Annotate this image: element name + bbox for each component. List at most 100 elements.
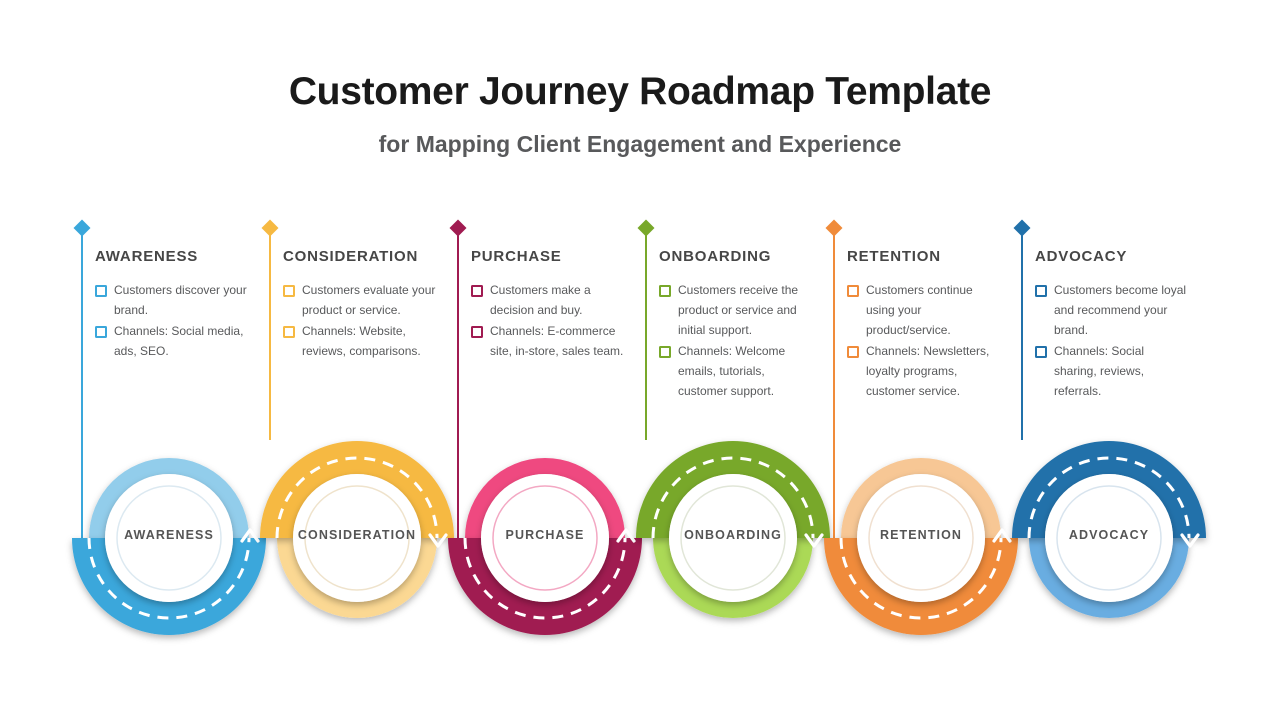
light-half-ring — [841, 458, 1001, 538]
diamond-milestone-icon — [261, 219, 279, 237]
arrow-up-icon — [992, 528, 1012, 543]
circle-label: ADVOCACY — [1068, 528, 1150, 542]
diamond-milestone-icon — [637, 219, 655, 237]
inner-thin-ring — [304, 485, 410, 591]
arrow-down-icon — [1180, 533, 1200, 548]
bullet-text: Customers continue using your product/se… — [866, 283, 973, 337]
stage-heading: ADVOCACY — [1035, 248, 1128, 265]
journey-circle-advocacy — [1012, 441, 1206, 618]
bullet-item: Channels: E-commerce site, in-store, sal… — [471, 321, 631, 361]
thick-half-ring — [636, 441, 830, 538]
bullet-text: Customers become loyal and recommend you… — [1054, 283, 1187, 337]
arrow-up-icon — [240, 528, 260, 543]
bullet-item: Channels: Website, reviews, comparisons. — [283, 321, 443, 361]
thick-half-ring — [260, 441, 454, 538]
bullet-item: Customers become loyal and recommend you… — [1035, 280, 1195, 340]
timeline-line — [81, 228, 83, 538]
checkbox-bullet-icon — [471, 285, 483, 297]
light-half-ring — [653, 538, 813, 618]
bullet-text: Channels: E-commerce site, in-store, sal… — [490, 324, 624, 358]
stage-heading: ONBOARDING — [659, 248, 772, 265]
timeline-line — [269, 228, 271, 440]
journey-circle-retention — [824, 458, 1018, 635]
stage-column-advocacy: ADVOCACY Customers become loyal and reco… — [1009, 218, 1209, 668]
inner-white-circle — [857, 474, 985, 602]
inner-white-circle — [481, 474, 609, 602]
circle-label: PURCHASE — [505, 528, 585, 542]
journey-circle-purchase — [448, 458, 642, 635]
bullet-list: Customers receive the product or service… — [659, 280, 819, 402]
timeline-line — [833, 228, 835, 538]
dashed-flow-arc — [839, 537, 1003, 620]
inner-thin-ring — [868, 485, 974, 591]
inner-thin-ring — [680, 485, 786, 591]
bullet-text: Channels: Welcome emails, tutorials, cus… — [678, 344, 786, 398]
dashed-flow-arc — [1027, 456, 1191, 539]
arrow-down-icon — [804, 533, 824, 548]
stage-column-onboarding: ONBOARDING Customers receive the product… — [633, 218, 833, 668]
circle-label: ONBOARDING — [684, 528, 782, 542]
diamond-milestone-icon — [825, 219, 843, 237]
dashed-flow-arc — [275, 456, 439, 539]
inner-thin-ring — [1056, 485, 1162, 591]
dashed-flow-arc — [463, 537, 627, 620]
thick-half-ring — [448, 538, 642, 635]
stage-heading: RETENTION — [847, 248, 941, 265]
stage-heading: AWARENESS — [95, 248, 199, 265]
circle-label: RETENTION — [879, 528, 963, 542]
journey-circle-awareness — [72, 458, 266, 635]
bullet-text: Channels: Social sharing, reviews, refer… — [1054, 344, 1145, 398]
checkbox-bullet-icon — [95, 326, 107, 338]
diamond-milestone-icon — [449, 219, 467, 237]
bullet-text: Customers make a decision and buy. — [490, 283, 591, 317]
bullet-item: Channels: Welcome emails, tutorials, cus… — [659, 341, 819, 401]
journey-circle-consideration — [260, 441, 454, 618]
bullet-list: Customers become loyal and recommend you… — [1035, 280, 1195, 402]
journey-circle-onboarding — [636, 441, 830, 618]
timeline-line — [1021, 228, 1023, 440]
thick-half-ring — [824, 538, 1018, 635]
dashed-flow-arc — [651, 456, 815, 539]
bullet-item: Channels: Newsletters, loyalty programs,… — [847, 341, 1007, 401]
diamond-milestone-icon — [1013, 219, 1031, 237]
bullet-text: Customers receive the product or service… — [678, 283, 799, 337]
inner-white-circle — [1045, 474, 1173, 602]
checkbox-bullet-icon — [283, 285, 295, 297]
dashed-flow-arc — [87, 537, 251, 620]
bullet-text: Customers discover your brand. — [114, 283, 247, 317]
stage-column-consideration: CONSIDERATION Customers evaluate your pr… — [257, 218, 457, 668]
stage-column-retention: RETENTION Customers continue using your … — [821, 218, 1021, 668]
bullet-item: Customers discover your brand. — [95, 280, 255, 320]
checkbox-bullet-icon — [95, 285, 107, 297]
light-half-ring — [277, 538, 437, 618]
thick-half-ring — [1012, 441, 1206, 538]
bullet-item: Customers receive the product or service… — [659, 280, 819, 340]
bullet-item: Channels: Social sharing, reviews, refer… — [1035, 341, 1195, 401]
inner-white-circle — [105, 474, 233, 602]
page-subtitle: for Mapping Client Engagement and Experi… — [378, 131, 902, 157]
stage-column-awareness: AWARENESS Customers discover your brand.… — [69, 218, 269, 668]
inner-white-circle — [669, 474, 797, 602]
checkbox-bullet-icon — [283, 326, 295, 338]
checkbox-bullet-icon — [471, 326, 483, 338]
checkbox-bullet-icon — [847, 346, 859, 358]
checkbox-bullet-icon — [1035, 285, 1047, 297]
bullet-item: Channels: Social media, ads, SEO. — [95, 321, 255, 361]
page-title: Customer Journey Roadmap Template — [288, 70, 992, 113]
bullet-list: Customers discover your brand. Channels:… — [95, 280, 255, 362]
arrow-up-icon — [616, 528, 636, 543]
bullet-list: Customers continue using your product/se… — [847, 280, 1007, 402]
bullet-list: Customers make a decision and buy. Chann… — [471, 280, 631, 362]
diamond-milestone-icon — [73, 219, 91, 237]
bullet-list: Customers evaluate your product or servi… — [283, 280, 443, 362]
checkbox-bullet-icon — [659, 346, 671, 358]
stage-column-purchase: PURCHASE Customers make a decision and b… — [445, 218, 645, 668]
timeline-line — [645, 228, 647, 440]
thick-half-ring — [72, 538, 266, 635]
bullet-text: Channels: Newsletters, loyalty programs,… — [866, 344, 990, 398]
checkbox-bullet-icon — [847, 285, 859, 297]
bullet-text: Channels: Social media, ads, SEO. — [114, 324, 244, 358]
bullet-item: Customers evaluate your product or servi… — [283, 280, 443, 320]
circle-label: AWARENESS — [124, 528, 214, 542]
